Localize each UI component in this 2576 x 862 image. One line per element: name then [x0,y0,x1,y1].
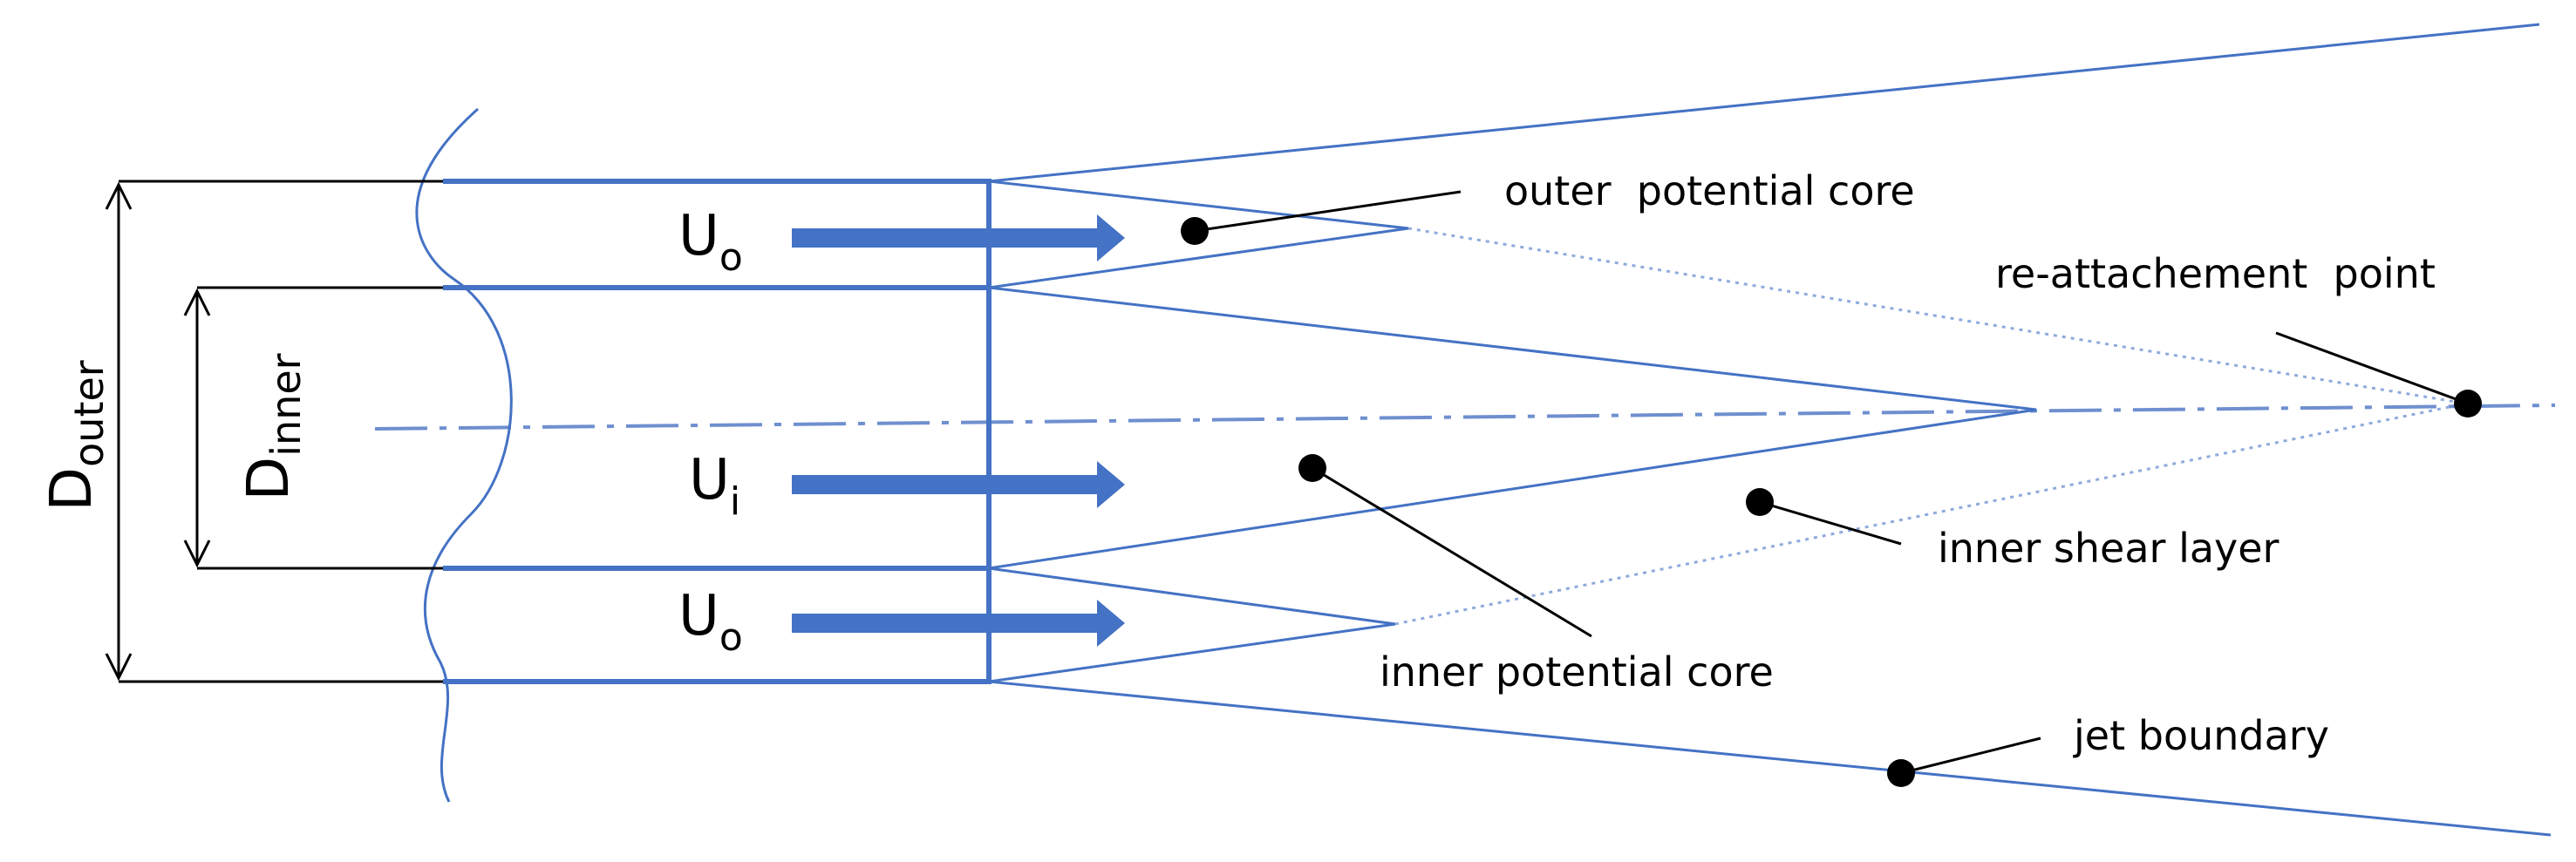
outer-core-lower-lower-edge [988,622,1396,683]
outer-velocity-label-top: Uo [678,204,743,280]
inner-shear-layer-bottom [1394,402,2467,626]
nozzle [443,179,992,684]
inner-dim-arrow-top [183,288,211,316]
label-reattachment-point: re-attachement point [1995,250,2436,297]
dot-reattachment-point [2454,390,2482,417]
leader-outer-potential-core [1194,190,1462,233]
inner-velocity-label: Ui [689,448,740,524]
shear-layers [988,23,2552,837]
label-outer-potential-core: outer potential core [1504,167,1915,214]
inner-flow-arrow [792,461,1125,508]
jet-centerline [374,404,2556,431]
outer-flow-arrow-bottom [792,600,1125,647]
outer-core-upper-edge [988,180,1409,230]
dot-outer-potential-core [1181,217,1209,245]
outer-flow-arrow-top [792,214,1125,261]
outer-velocity-label-bottom: Uo [678,584,743,660]
flow-arrows [792,214,1125,647]
outer-core-lower-edge [988,227,1409,289]
label-jet-boundary: jet boundary [2073,712,2329,759]
leader-inner-shear-layer [1759,500,1902,546]
leader-lines [1194,190,2469,775]
dimensions [105,180,443,683]
annotation-dots [1181,217,2482,787]
inner-diameter-label: Dinner [235,353,310,500]
inner-core-lower-edge [988,408,2037,570]
dot-jet-boundary [1887,759,1915,787]
jet-boundary-bottom [988,680,2552,837]
outer-dim-arrow-top [105,181,133,210]
dot-inner-potential-core [1298,454,1326,482]
jet-boundary-top [988,23,2540,183]
inner-dim-arrow-bottom [183,540,211,568]
inner-core-upper-edge [988,286,2037,411]
label-inner-potential-core: inner potential core [1380,648,1774,696]
label-inner-shear-layer: inner shear layer [1938,525,2280,572]
leader-reattachment-point [2275,331,2469,405]
break-line [415,107,513,803]
outer-diameter-label: Douter [37,360,112,511]
outer-dim-arrow-bottom [105,653,133,682]
leader-jet-boundary [1900,736,2041,775]
leader-inner-potential-core [1312,466,1592,638]
dot-inner-shear-layer [1746,488,1774,516]
outer-core-lower-upper-edge [988,567,1396,626]
